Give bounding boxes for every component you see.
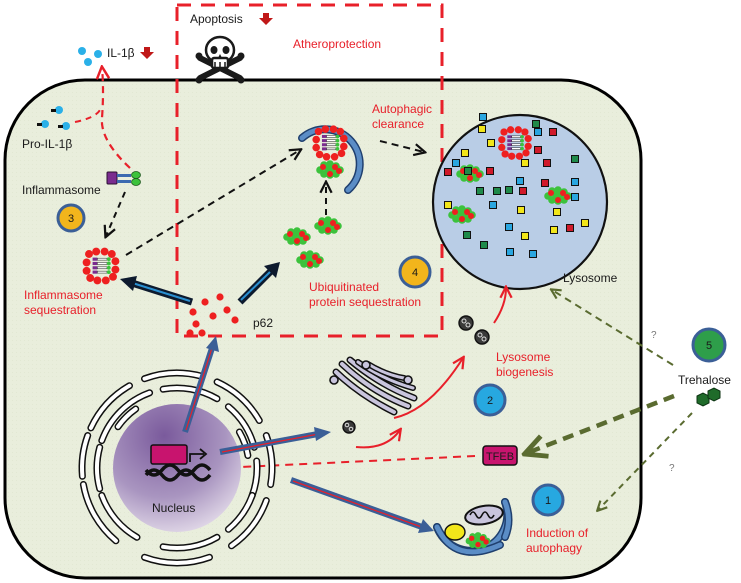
induction-label-2: autophagy <box>526 541 582 555</box>
induction-label-1: Induction of <box>526 526 589 540</box>
inflammasome-sequestration-label-1: Inflammasome <box>24 288 103 302</box>
trehalose-molecule-icon <box>696 387 721 407</box>
autophagic-clearance-label-1: Autophagic <box>372 102 432 116</box>
lysosome-biogenesis-label-2: biogenesis <box>496 365 553 379</box>
forming-autophagosome <box>433 498 513 556</box>
golgi-to-vesicle-arrow <box>393 358 463 419</box>
p62-to-inflammasome-arrow <box>120 276 194 306</box>
skull-crossbones-icon <box>195 35 245 84</box>
p62-to-ubiquitin-arrow <box>237 262 280 305</box>
lysosome-biogenesis-label-1: Lysosome <box>496 350 551 364</box>
inflammasome-label: Inflammasome <box>22 183 101 197</box>
svg-text:3: 3 <box>68 213 74 225</box>
ubiquitinated-label-1: Ubiquitinated <box>309 280 379 294</box>
step-1-badge: 1 <box>531 483 565 517</box>
tfeb-label: TFEB <box>486 451 514 463</box>
nucleus-to-vesicle-arrow <box>219 427 331 455</box>
pro-il1b-conversion-arrow <box>74 109 101 123</box>
apoptosis-label: Apoptosis <box>190 12 243 26</box>
p62-cluster <box>186 293 239 337</box>
il1b-label: IL-1β <box>107 46 135 60</box>
vesicle-to-lysosome-arrow <box>493 288 506 324</box>
question-mark-2: ? <box>669 463 675 474</box>
lysosome-label: Lysosome <box>563 271 618 285</box>
atheroprotection-label: Atheroprotection <box>293 37 381 51</box>
tfeb-box: TFEB <box>482 445 518 466</box>
lysosome-contents <box>444 113 589 258</box>
il1b-molecules <box>78 47 102 66</box>
mitochondrion-icon <box>464 504 504 526</box>
step-4-badge: 4 <box>398 255 432 289</box>
ubiquitinated-aggregates <box>283 216 342 269</box>
lysosome-vesicles <box>342 315 490 434</box>
step-5-badge: 5 <box>691 327 727 363</box>
autophagic-clearance-label-2: clearance <box>372 117 424 131</box>
svg-text:4: 4 <box>412 267 418 279</box>
atheroprotection-box <box>175 3 444 338</box>
nucleus-to-p62-arrow <box>182 336 219 433</box>
sequestered-inflammasome <box>82 247 120 285</box>
lipid-droplet <box>444 523 466 541</box>
pro-il1b-molecules <box>37 106 70 130</box>
autophagy-cargo <box>465 532 491 549</box>
step-3-badge: 3 <box>56 203 86 233</box>
pro-il1b-label: Pro-IL-1β <box>22 137 72 151</box>
golgi-apparatus <box>329 356 418 416</box>
autophagosome-cargo <box>312 125 348 179</box>
down-arrow-icon <box>140 47 154 59</box>
dna-helix-icon <box>144 463 212 482</box>
trehalose-to-tfeb-arrow <box>527 393 675 453</box>
p62-label: p62 <box>253 316 273 330</box>
inflammasome-assembly-arrow <box>106 191 126 236</box>
svg-text:2: 2 <box>487 395 493 407</box>
svg-text:5: 5 <box>706 340 712 352</box>
tfeb-to-nucleus-arrow <box>220 455 476 468</box>
question-mark-1: ? <box>651 330 657 341</box>
lysosome <box>431 113 609 291</box>
trehalose-label: Trehalose <box>678 373 731 387</box>
ubiquitinated-label-2: protein sequestration <box>309 295 421 309</box>
step-2-badge: 2 <box>473 383 507 417</box>
inflammasome-sequestration-label-2: sequestration <box>24 303 96 317</box>
svg-text:1: 1 <box>545 495 551 507</box>
inflammasome-to-autophagosome-arrow <box>125 150 300 256</box>
nucleus-to-autophagosome-arrow <box>289 477 434 533</box>
inflammasome-complex <box>106 171 141 186</box>
autophagosome-to-lysosome-arrow <box>379 140 424 152</box>
nucleus-label: Nucleus <box>152 501 195 515</box>
trehalose-to-autophagy-arrow <box>598 412 693 510</box>
gene-promoter-icon <box>150 444 208 465</box>
down-arrow-icon <box>259 13 273 25</box>
nucleus-to-golgi-red-arrow <box>355 430 400 449</box>
